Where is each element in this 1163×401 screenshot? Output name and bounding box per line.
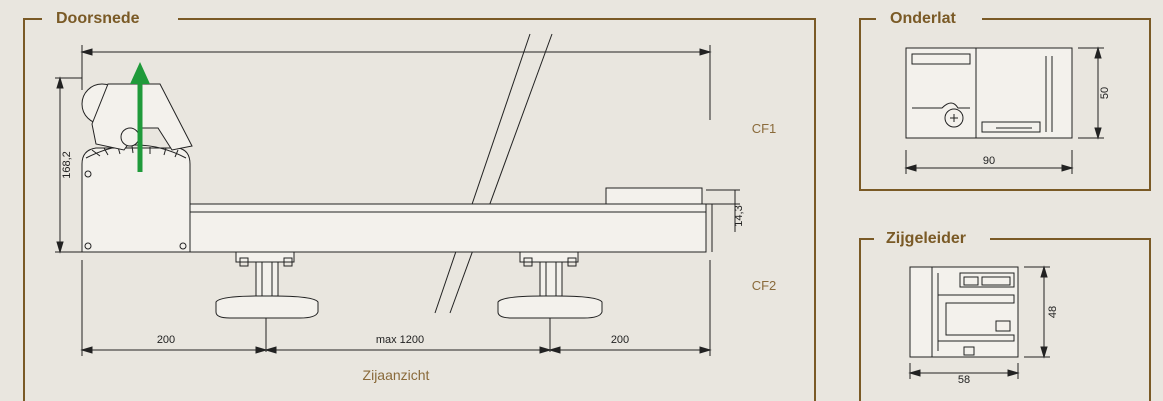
zijgeleider-height-label: 48: [1047, 306, 1059, 318]
onderlat-width-label: 90: [983, 155, 995, 167]
dim-middle-label: max 1200: [376, 334, 424, 346]
onderlat-height-label: 50: [1099, 87, 1111, 99]
cf2-label: CF2: [752, 278, 777, 293]
onderlat-drawing: 90 50: [904, 46, 1111, 174]
doorsnede-frame: [23, 18, 816, 401]
doorsnede-drawing: 168,2 14,3 200 max 1200 200 CF1 CF2 Zija…: [55, 33, 777, 383]
onderlat-title: Onderlat: [884, 9, 962, 29]
zijgeleider-panel: Zijgeleider 58 48: [846, 215, 1163, 401]
zijgeleider-title: Zijgeleider: [880, 229, 973, 249]
dim-right-label: 200: [611, 334, 629, 346]
green-up-arrow-icon: [130, 62, 150, 172]
zijgeleider-width-label: 58: [958, 374, 970, 386]
bar-height-dim-label: 14,3: [733, 205, 745, 226]
zijgeleider-drawing: 58 48: [908, 265, 1059, 386]
zijgeleider-frame: [859, 238, 1151, 401]
onderlat-panel: Onderlat 90 50: [846, 0, 1163, 200]
dim-left-label: 200: [157, 334, 175, 346]
doorsnede-title: Doorsnede: [50, 9, 146, 29]
doorsnede-panel: Doorsnede: [23, 9, 816, 401]
view-label: Zijaanzicht: [363, 367, 430, 383]
cf1-label: CF1: [752, 121, 777, 136]
onderlat-frame: [859, 18, 1151, 191]
height-dim-label: 168,2: [61, 151, 73, 179]
